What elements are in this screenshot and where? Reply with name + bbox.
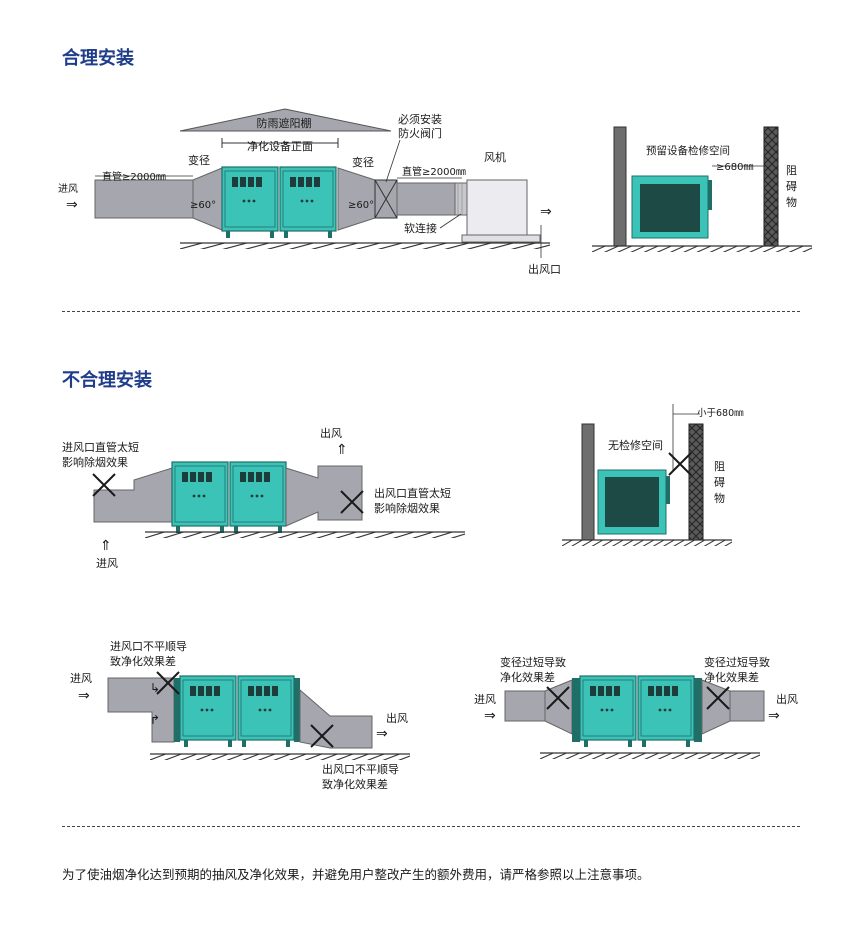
label-fire-valve-line1: 必须安装 — [398, 112, 442, 126]
label-inlet-straight-pipe: 直管≥2000㎜ — [102, 170, 166, 183]
outlet-straight-pipe — [396, 182, 456, 216]
label-reducer-right: 变径 — [352, 155, 374, 169]
figure-improper-no-service-space: 小于680㎜ 无检修空间 阻 碍 物 — [560, 404, 744, 548]
figure-improper-uneven-ducts: ↳ ↱ 进风口不平顺导 致净化效果差 进风 ⇒ 出风 ⇒ 出风口不平顺导 致净化… — [70, 640, 412, 791]
arrow-inlet-icon: ⇒ — [66, 197, 78, 213]
cross-mark-icon — [668, 452, 692, 476]
label-service-space: 预留设备检修空间 — [646, 144, 730, 157]
label-obstacle-1: 阻 — [714, 460, 725, 473]
label-outlet-straight-pipe: 直管≥2000㎜ — [402, 165, 466, 178]
label-inlet: 进风 — [58, 183, 78, 195]
label-inlet-note-line1: 进风口不平顺导 — [110, 640, 187, 653]
label-obstacle-3: 物 — [786, 195, 797, 209]
arrow-inlet-icon: ⇒ — [484, 708, 496, 724]
label-inlet-note-line1: 进风口直管太短 — [62, 440, 139, 454]
rain-cover-shape — [179, 108, 392, 132]
purifier-unit-1 — [171, 461, 229, 534]
label-obstacle-2: 碍 — [714, 476, 725, 489]
heading-proper-installation: 合理安装 — [62, 48, 134, 69]
arrow-inlet-icon: ⇒ — [78, 688, 90, 704]
label-right-note-line1: 变径过短导致 — [704, 655, 770, 669]
label-reducer-left: 变径 — [188, 153, 210, 167]
label-fire-valve-line2: 防火阀门 — [398, 126, 442, 140]
label-distance-too-small: 小于680㎜ — [697, 408, 744, 419]
label-obstacle-2: 碍 — [786, 180, 797, 193]
label-left-note-line2: 净化效果差 — [500, 670, 555, 684]
label-outlet-note-line1: 出风口不平顺导 — [322, 762, 399, 776]
label-no-service-space: 无检修空间 — [608, 438, 663, 452]
label-obstacle-3: 物 — [714, 491, 725, 505]
arrow-outlet-icon: ⇒ — [376, 726, 388, 742]
arrow-turn-icon: ↱ — [150, 713, 160, 727]
purifier-unit-2 — [229, 461, 287, 534]
purifier-unit-2 — [637, 675, 695, 748]
label-outlet-air: 出风 — [320, 426, 342, 440]
purifier-unit-1 — [221, 166, 279, 239]
label-inlet-air: 进风 — [474, 693, 496, 706]
label-outlet-air: 出风 — [386, 711, 408, 725]
label-obstacle-1: 阻 — [786, 164, 797, 177]
figure-proper-duct-layout: 防雨遮阳棚 净化设备正面 直管≥2000㎜ 直管≥2000㎜ 变径 变 — [58, 108, 561, 276]
label-rain-cover: 防雨遮阳棚 — [257, 116, 312, 130]
figure-proper-service-space: 预留设备检修空间 ≥680㎜ 阻 碍 物 — [590, 126, 814, 254]
inlet-straight-pipe — [94, 179, 194, 219]
label-outlet-note-line1: 出风口直管太短 — [374, 486, 451, 500]
obstacle-wall — [688, 423, 704, 541]
figure-improper-short-pipes: 进风口直管太短 影响除烟效果 出风 ⇑ 出风口直管太短 影响除烟效果 ⇑ 进风 — [62, 426, 467, 570]
label-outlet-note-line2: 影响除烟效果 — [374, 501, 440, 515]
arrow-up-inlet-icon: ⇑ — [100, 538, 112, 554]
arrow-turn-icon: ↳ — [150, 681, 160, 695]
purifier-unit-2 — [279, 166, 337, 239]
wall-left — [581, 423, 595, 541]
outlet-reducer — [337, 167, 376, 231]
label-right-note-line2: 净化效果差 — [704, 670, 759, 684]
label-inlet-note-line2: 致净化效果差 — [110, 654, 176, 668]
purifier-unit-2 — [237, 675, 295, 748]
purifier-unit-1 — [179, 675, 237, 748]
section-divider — [62, 311, 800, 312]
purifier-unit-1 — [579, 675, 637, 748]
label-fan: 风机 — [484, 150, 506, 164]
label-inlet-air: 进风 — [70, 672, 92, 685]
label-inlet-air: 进风 — [96, 557, 118, 570]
label-soft-connection: 软连接 — [404, 221, 437, 235]
label-service-distance: ≥680㎜ — [716, 162, 753, 173]
label-outlet: 出风口 — [528, 262, 561, 276]
fan-box — [466, 179, 528, 236]
label-outlet-note-line2: 致净化效果差 — [322, 777, 388, 791]
wall-left — [613, 126, 627, 247]
figure-improper-short-reducers: 变径过短导致 净化效果差 变径过短导致 净化效果差 进风 ⇒ 出风 ⇒ — [474, 655, 798, 761]
label-outlet-air: 出风 — [776, 692, 798, 706]
heading-improper-installation: 不合理安装 — [62, 370, 152, 391]
arrow-outlet-icon: ⇒ — [768, 708, 780, 724]
section-divider — [62, 826, 800, 827]
arrow-up-outlet-icon: ⇑ — [336, 442, 348, 458]
obstacle-wall — [763, 126, 779, 247]
footer-note: 为了使油烟净化达到预期的抽风及净化效果，并避免用户整改产生的额外费用，请严格参照… — [62, 867, 650, 882]
soft-connection — [454, 182, 468, 216]
label-left-note-line1: 变径过短导致 — [500, 655, 566, 669]
label-angle-right: ≥60° — [348, 200, 374, 211]
inlet-reducer — [192, 167, 223, 231]
label-inlet-note-line2: 影响除烟效果 — [62, 455, 128, 469]
label-equipment-front: 净化设备正面 — [247, 139, 313, 153]
arrow-outlet-icon: ⇒ — [540, 204, 552, 220]
label-angle-left: ≥60° — [190, 200, 216, 211]
